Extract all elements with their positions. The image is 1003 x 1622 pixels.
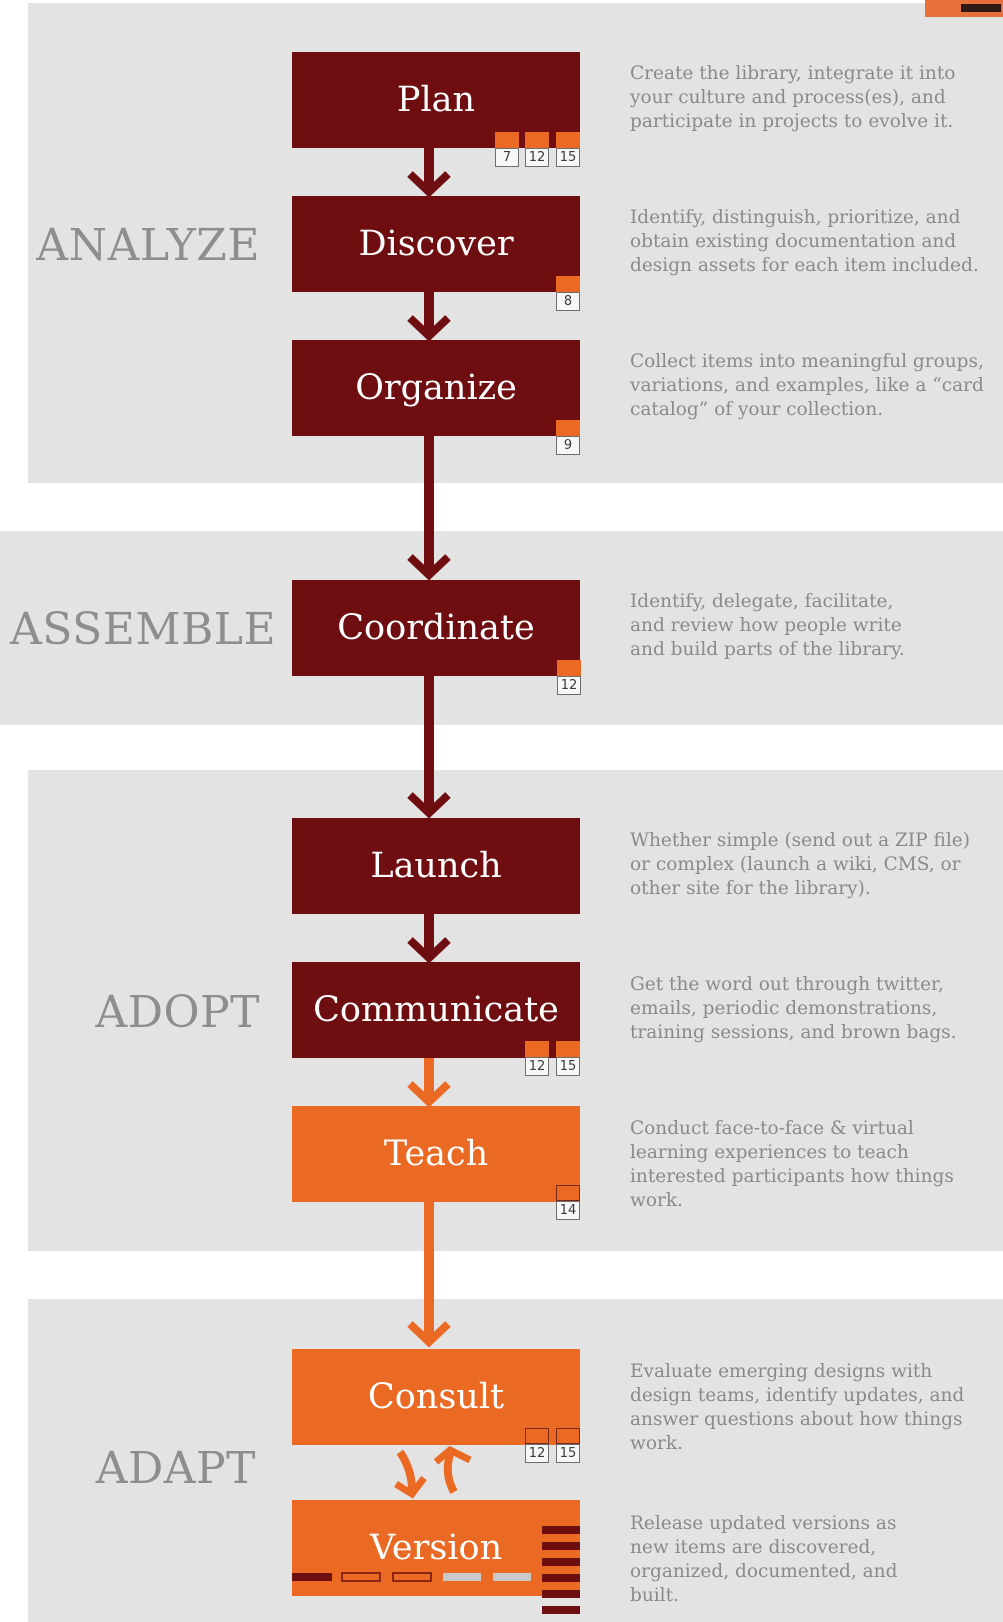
ref-tag: 15	[556, 1428, 580, 1464]
ref-tag: 15	[556, 1041, 580, 1077]
phase-label-analyze: ANALYZE	[36, 220, 260, 271]
ref-tag: 9	[556, 420, 580, 456]
ref-number: 9	[556, 436, 580, 455]
arrow-plan-discover	[407, 147, 451, 198]
step-coordinate: Coordinate	[292, 580, 580, 676]
arrow-launch-communicate	[407, 913, 451, 964]
release-timeline-icon	[292, 1572, 531, 1582]
step-consult: Consult	[292, 1349, 580, 1445]
ref-tag: 15	[556, 132, 580, 168]
desc-consult: Evaluate emerging designs with design te…	[630, 1361, 965, 1454]
ref-number: 12	[525, 1057, 549, 1076]
ref-number: 15	[556, 1444, 580, 1463]
ref-number: 12	[525, 1444, 549, 1463]
ref-number: 12	[525, 148, 549, 167]
ref-tag: 8	[556, 276, 580, 312]
desc-organize: Collect items into meaningful groups, va…	[630, 351, 984, 420]
ref-number: 8	[556, 292, 580, 311]
ref-number: 14	[556, 1201, 580, 1220]
step-version: Version	[292, 1500, 580, 1596]
arrow-communicate-teach	[407, 1057, 451, 1108]
ref-number: 7	[495, 148, 519, 167]
ref-tag: 12	[525, 132, 549, 168]
phase-label-adopt: ADOPT	[95, 987, 260, 1038]
ref-tag: 14	[556, 1185, 580, 1221]
desc-plan: Create the library, integrate it into yo…	[630, 63, 956, 132]
ref-tag: 12	[525, 1428, 549, 1464]
step-organize: Organize	[292, 340, 580, 436]
step-teach: Teach	[292, 1106, 580, 1202]
brand-logo	[925, 0, 1003, 17]
ref-number: 12	[557, 676, 581, 695]
desc-launch: Whether simple (send out a ZIP file) or …	[630, 830, 970, 899]
ref-tag: 12	[525, 1041, 549, 1077]
ref-tag: 12	[557, 660, 581, 696]
version-stack-icon	[542, 1526, 580, 1614]
ref-tag: 7	[495, 132, 519, 168]
phase-label-assemble: ASSEMBLE	[10, 604, 277, 655]
arrow-organize-coordinate	[407, 435, 451, 581]
desc-version: Release updated versions as new items ar…	[630, 1513, 898, 1606]
desc-communicate: Get the word out through twitter, emails…	[630, 974, 957, 1043]
arrow-coordinate-launch	[407, 675, 451, 819]
desc-teach: Conduct face-to-face & virtual learning …	[630, 1118, 954, 1211]
desc-coordinate: Identify, delegate, facilitate, and revi…	[630, 591, 905, 660]
ref-number: 15	[556, 1057, 580, 1076]
step-discover: Discover	[292, 196, 580, 292]
step-launch: Launch	[292, 818, 580, 914]
arrow-teach-consult	[407, 1201, 451, 1348]
cycle-arrows-icon	[394, 1445, 472, 1499]
arrow-discover-organize	[407, 291, 451, 342]
phase-label-adapt: ADAPT	[95, 1443, 256, 1494]
desc-discover: Identify, distinguish, prioritize, and o…	[630, 207, 979, 276]
ref-number: 15	[556, 148, 580, 167]
